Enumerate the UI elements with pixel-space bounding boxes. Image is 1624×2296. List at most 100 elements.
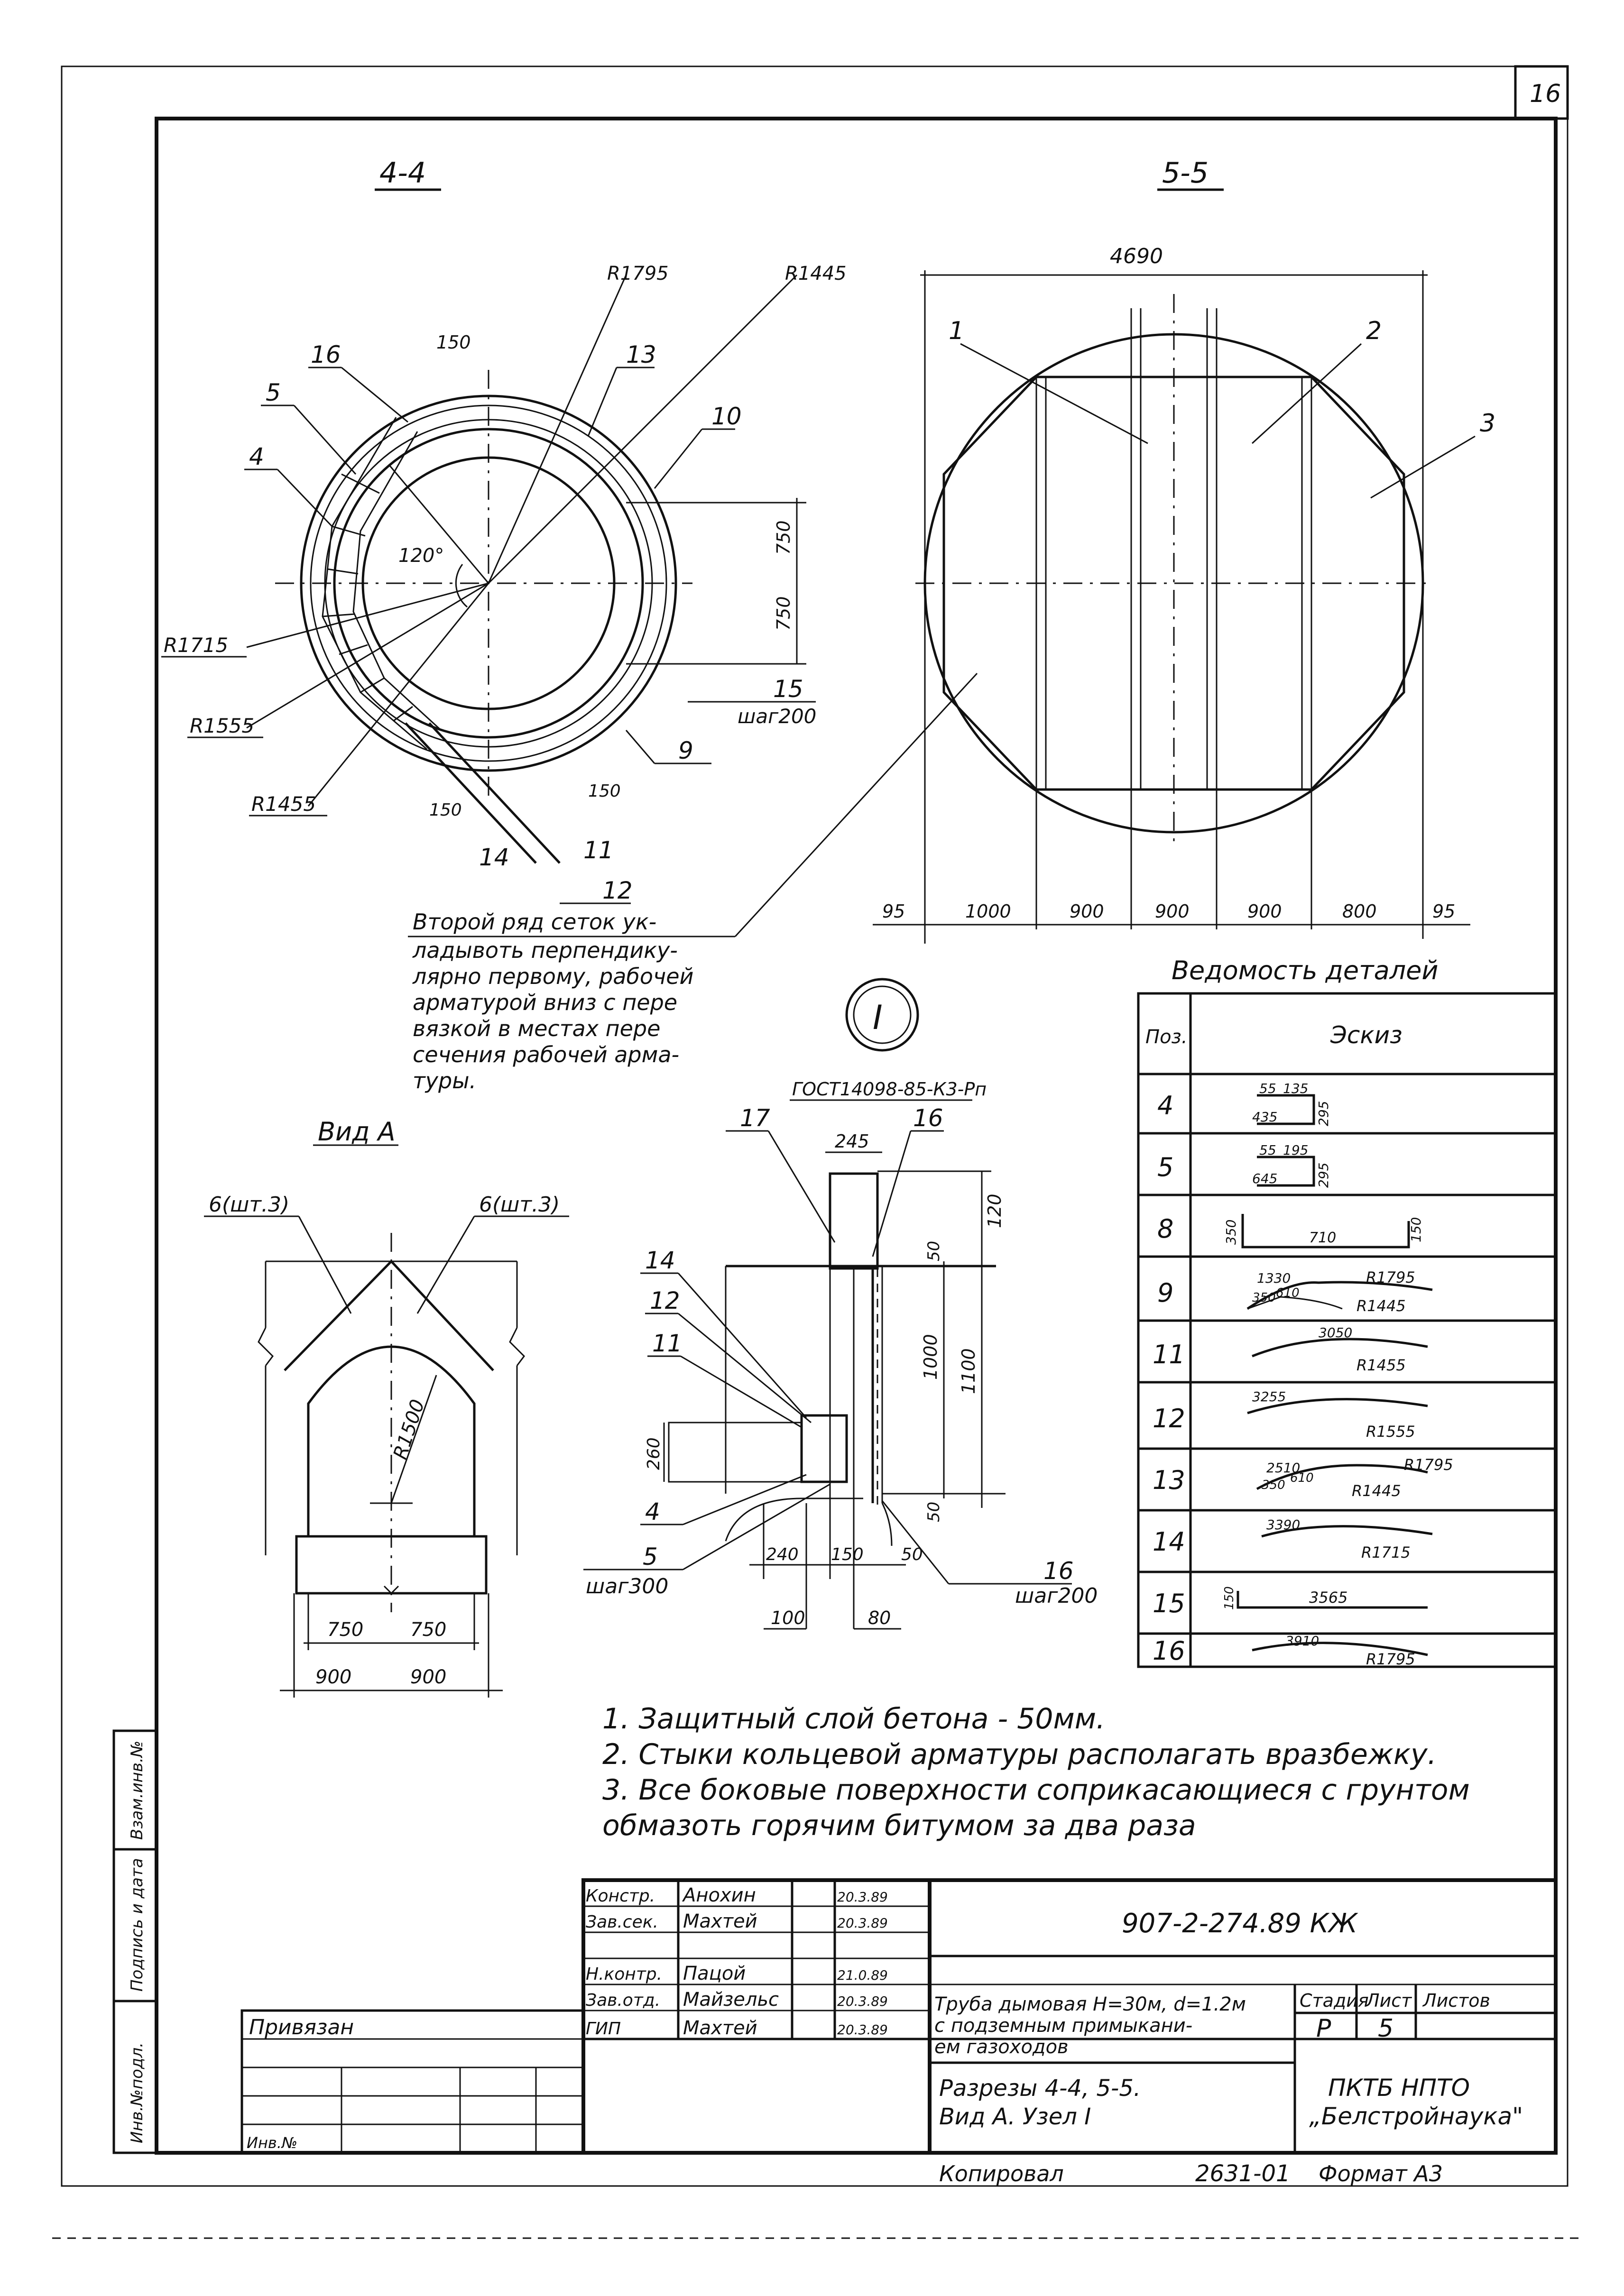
svg-text:3565: 3565 <box>1309 1589 1347 1607</box>
svg-text:R1445: R1445 <box>1356 1297 1406 1315</box>
sheets-header: Листов <box>1422 1990 1490 2011</box>
svg-text:195: 195 <box>1283 1142 1308 1158</box>
name-5: Махтей <box>683 2017 757 2039</box>
svg-text:R1795: R1795 <box>1404 1456 1453 1474</box>
col-sketch-header: Эскиз <box>1330 1021 1403 1049</box>
svg-text:150: 150 <box>1222 1586 1236 1610</box>
date-1: 20.3.89 <box>837 1889 888 1905</box>
dim-4690: 4690 <box>1110 244 1163 268</box>
row-pos-16: 16 <box>1153 1636 1185 1666</box>
row-pos-4: 4 <box>1157 1091 1173 1120</box>
row-pos-15: 15 <box>1153 1589 1185 1618</box>
row-pos-13: 13 <box>1153 1465 1185 1495</box>
svg-text:R1455: R1455 <box>1356 1356 1406 1374</box>
note-2: 2. Стыки кольцевой арматуры располагать … <box>602 1738 1437 1771</box>
object-name-3: ем газоходов <box>934 2036 1069 2058</box>
note-1: 1. Защитный слой бетона - 50мм. <box>602 1702 1105 1736</box>
svg-text:R1715: R1715 <box>1361 1543 1411 1561</box>
sketch-9: 1330 610 350 R1795 R1445 <box>1246 1268 1433 1315</box>
row-pos-14: 14 <box>1153 1527 1185 1557</box>
label-10: 10 <box>711 403 742 430</box>
node-dim-50-bottom: 50 <box>924 1502 943 1522</box>
svg-text:2510: 2510 <box>1266 1460 1300 1476</box>
col-pos-header: Поз. <box>1145 1026 1188 1048</box>
label-16: 16 <box>311 341 341 368</box>
label-R1445: R1445 <box>785 263 847 285</box>
note-line-5: вязкой в местах пере <box>413 1016 660 1041</box>
node-label-step200: шаг200 <box>1015 1584 1098 1608</box>
label-R1555: R1555 <box>190 714 254 737</box>
row-pos-11: 11 <box>1153 1340 1185 1369</box>
label-3: 3 <box>1480 409 1495 438</box>
note-3: 3. Все боковые поверхности соприкасающие… <box>602 1773 1470 1807</box>
note-line-6: сечения рабочей арма- <box>413 1042 679 1067</box>
node-dim-150: 150 <box>831 1545 864 1564</box>
role-4: Зав.отд. <box>586 1991 660 2010</box>
svg-text:610: 610 <box>1276 1286 1300 1300</box>
dim-900-b: 900 <box>1155 901 1190 922</box>
sheet-title-1: Разрезы 4-4, 5-5. <box>939 2075 1141 2102</box>
note-line-7: туры. <box>413 1068 476 1093</box>
node-dim-120: 120 <box>984 1194 1005 1228</box>
section-4-4-title: 4-4 <box>379 156 426 190</box>
label-R1715: R1715 <box>164 634 228 657</box>
row-pos-5: 5 <box>1157 1152 1173 1182</box>
sheet-value: 5 <box>1378 2014 1393 2043</box>
name-1: Анохин <box>682 1884 756 1906</box>
stage-value: Р <box>1316 2014 1331 2043</box>
organization-1: ПКТБ НПТО <box>1328 2074 1470 2102</box>
role-5: ГИП <box>586 2019 621 2039</box>
label-15: 15 <box>773 675 803 703</box>
sheet-frame: 16 <box>61 65 1569 2187</box>
view-a-label-left: 6(шт.3) <box>209 1193 289 1217</box>
section-5-5-note: Второй ряд сеток ук- ладывоть перпендику… <box>412 909 693 1093</box>
name-4: Майзельс <box>683 1989 779 2011</box>
svg-text:710: 710 <box>1309 1230 1336 1246</box>
svg-text:350: 350 <box>1262 1478 1285 1492</box>
label-4: 4 <box>249 443 264 470</box>
node-label-step300: шаг300 <box>586 1574 668 1598</box>
note-line-1: Второй ряд сеток ук- <box>413 909 656 935</box>
label-5: 5 <box>266 379 281 406</box>
svg-text:55: 55 <box>1259 1081 1276 1096</box>
node-label-5: 5 <box>643 1543 658 1570</box>
dim-150-left: 150 <box>429 800 462 820</box>
svg-text:135: 135 <box>1283 1081 1308 1096</box>
role-1: Констр. <box>586 1886 655 1906</box>
sheet-header: Лист <box>1365 1990 1412 2011</box>
view-a-dim-750-left: 750 <box>327 1619 363 1641</box>
row-pos-8: 8 <box>1157 1214 1173 1244</box>
node-dim-50-top: 50 <box>924 1241 943 1261</box>
label-R1455: R1455 <box>251 792 316 816</box>
dim-900-a: 900 <box>1070 901 1104 922</box>
organization-2: „Белстройнаука" <box>1309 2103 1523 2130</box>
dim-900-c: 900 <box>1247 901 1282 922</box>
dim-95-left: 95 <box>882 901 905 922</box>
node-label-11: 11 <box>652 1330 683 1357</box>
node-dim-1100: 1100 <box>958 1348 979 1394</box>
dim-800: 800 <box>1342 901 1377 922</box>
svg-text:3050: 3050 <box>1319 1325 1352 1341</box>
view-a-dim-750-right: 750 <box>410 1619 446 1641</box>
view-a-title: Вид А <box>318 1117 396 1147</box>
role-2: Зав.сек. <box>586 1912 658 1932</box>
dim-750-lower: 750 <box>773 596 794 631</box>
svg-text:295: 295 <box>1316 1101 1331 1126</box>
sketch-4: 55 135 435 295 <box>1252 1081 1331 1126</box>
details-table-title: Ведомость деталей <box>1172 955 1439 985</box>
dim-150-top: 150 <box>436 332 471 353</box>
details-table: Ведомость деталей Поз. Эскиз 4 5 8 9 11 … <box>1137 955 1557 1668</box>
inv-label: Инв.№ <box>247 2134 297 2152</box>
svg-text:1330: 1330 <box>1257 1270 1291 1286</box>
name-3: Пацой <box>683 1963 746 1984</box>
view-a: Вид А 6(шт.3) 6(шт.3) R1500 750 750 900 … <box>204 1117 569 1698</box>
svg-text:R1445: R1445 <box>1352 1482 1401 1500</box>
angle-120: 120° <box>398 545 444 567</box>
view-a-dim-900-right: 900 <box>410 1666 446 1688</box>
sketch-8: 350 710 150 <box>1223 1214 1424 1249</box>
sheet-title-2: Вид А. Узел I <box>939 2103 1091 2130</box>
label-13: 13 <box>626 341 656 368</box>
row-pos-12: 12 <box>1153 1404 1185 1433</box>
node-label-12: 12 <box>650 1287 680 1314</box>
